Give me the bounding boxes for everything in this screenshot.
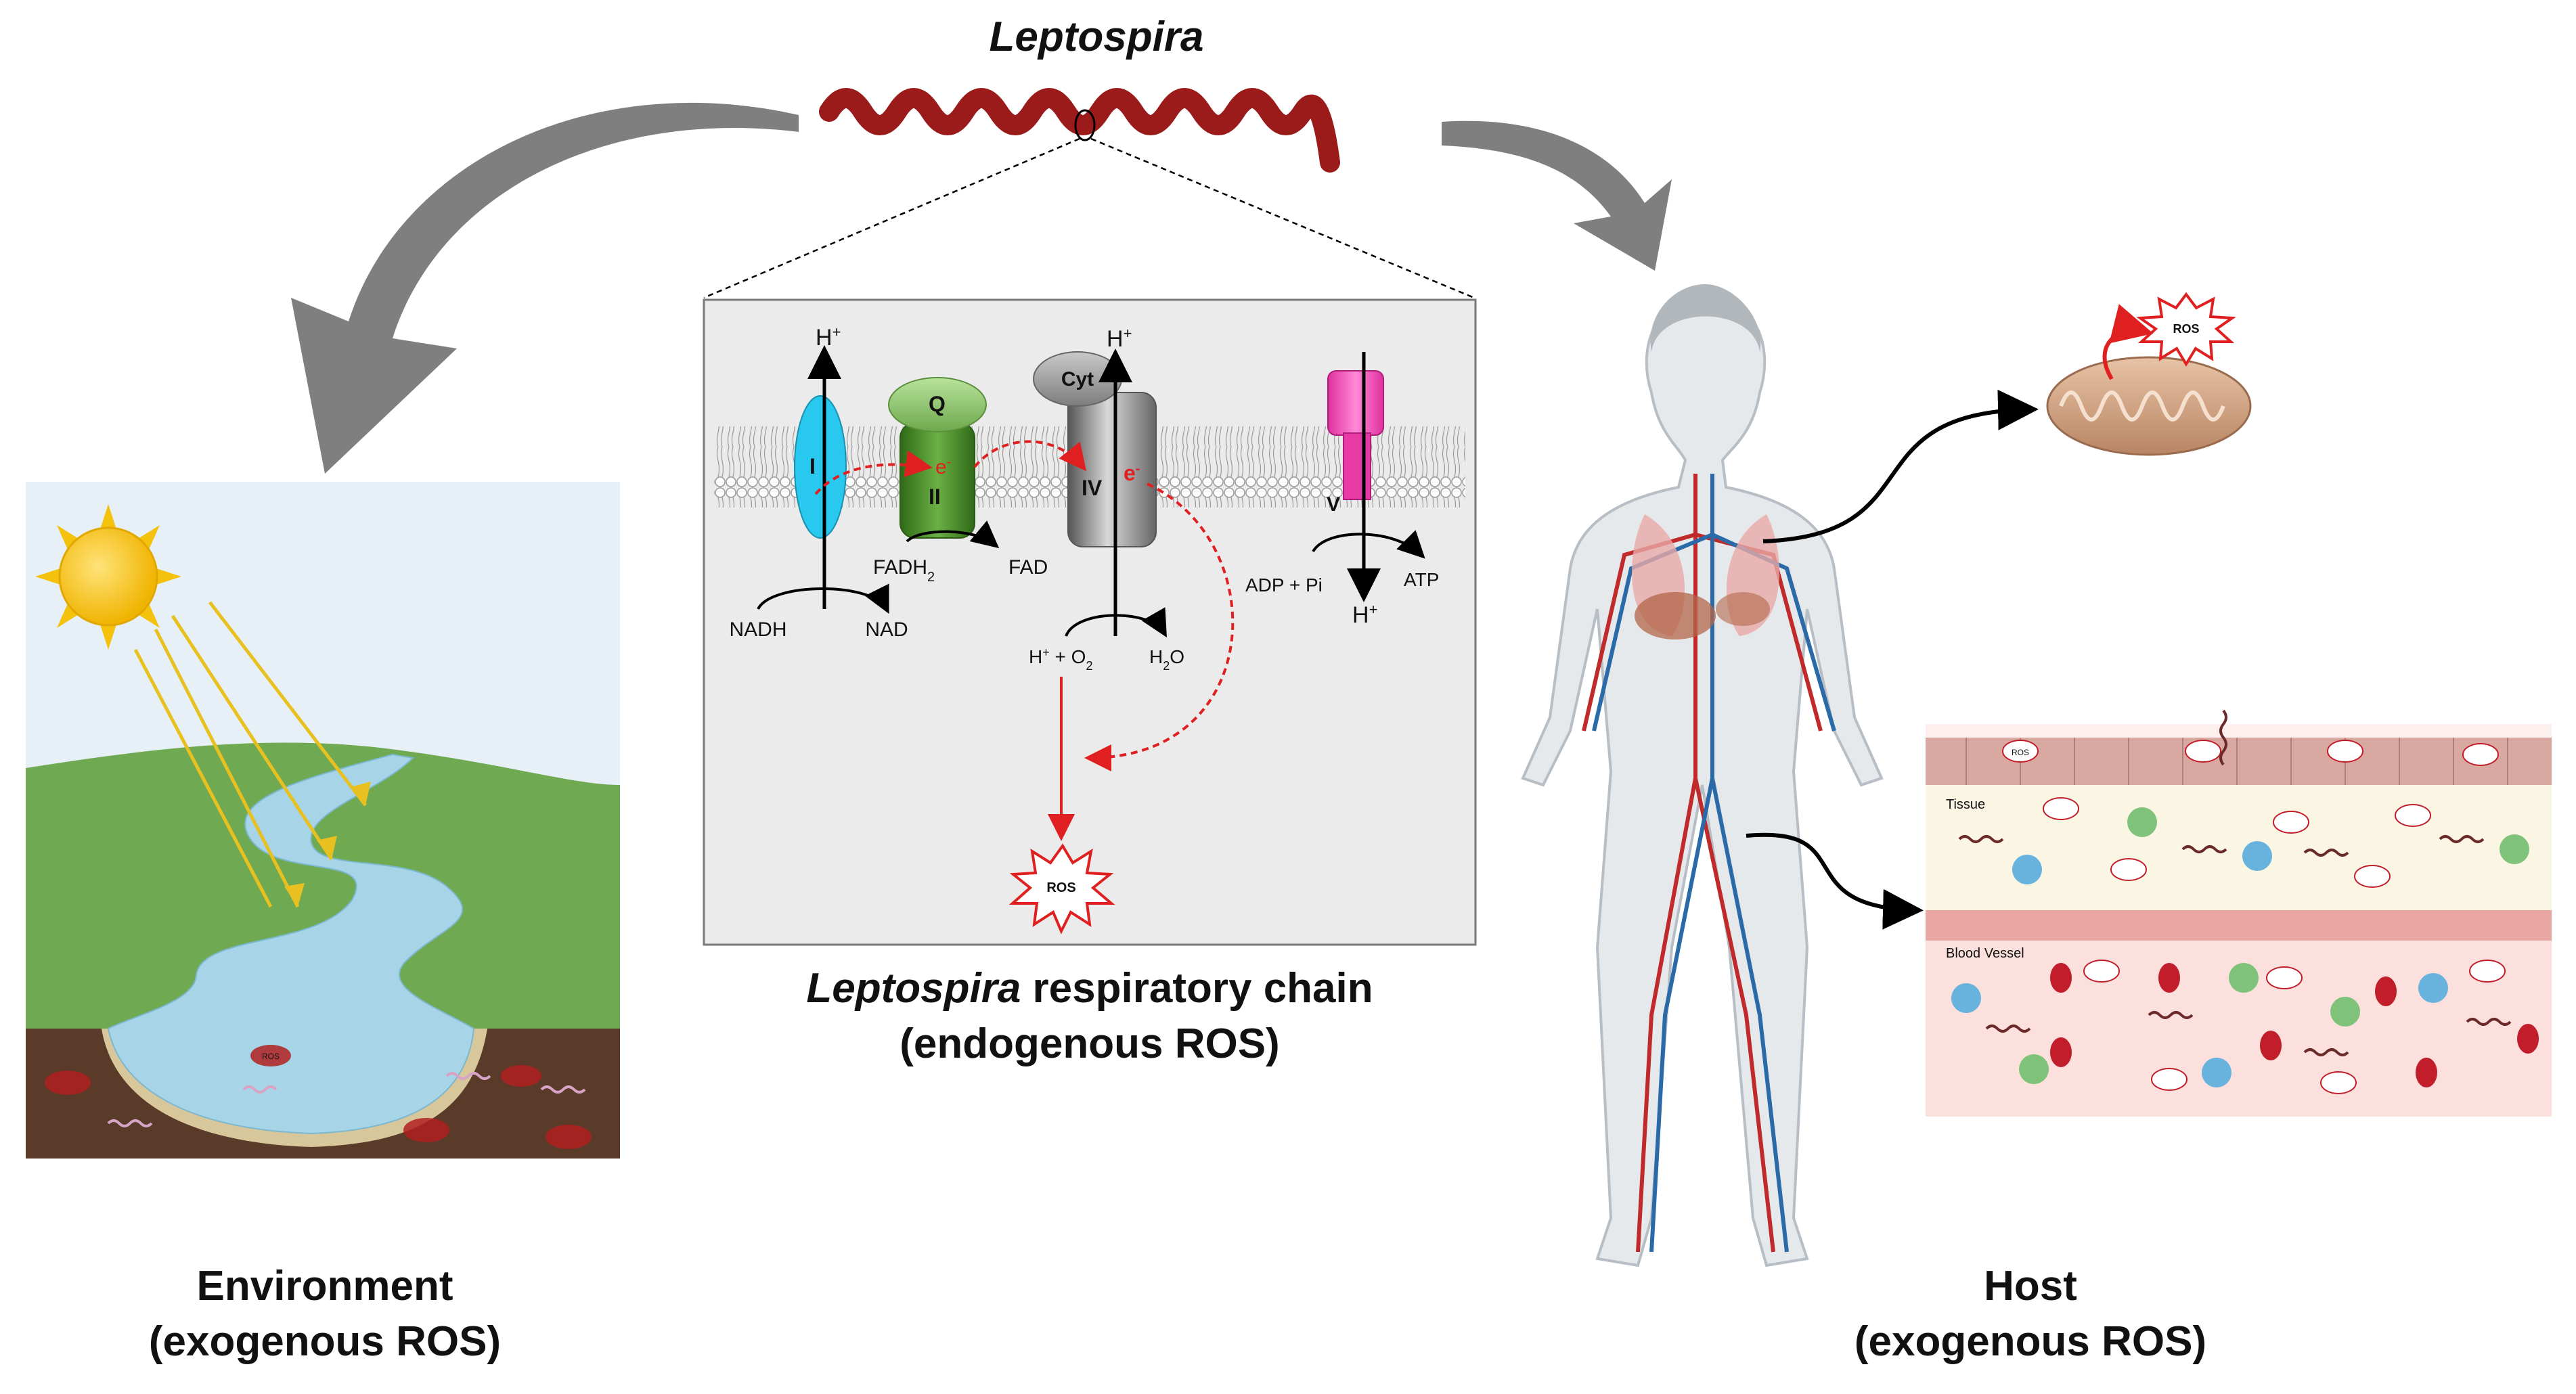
cytochrome-label: Cyt	[1061, 368, 1094, 390]
env-ros-label: ROS	[262, 1052, 280, 1061]
complex-I	[794, 395, 847, 539]
red-blood-cells	[2050, 963, 2539, 1087]
sun-ray-3	[171, 614, 334, 861]
river	[107, 753, 475, 1135]
leptospira-bacterium	[819, 88, 1340, 173]
fadh2-arrow	[906, 520, 1000, 549]
grass	[26, 742, 620, 1029]
center-caption-italic: Leptospira	[806, 965, 1021, 1012]
liver	[1635, 592, 1716, 639]
complex-V-stalk	[1343, 432, 1371, 500]
stomach	[1716, 592, 1770, 626]
environment-caption-line1: Environment	[196, 1263, 453, 1309]
mito-ros-label: ROS	[2173, 322, 2199, 336]
sun-ray-1	[154, 628, 300, 908]
ros-burst	[1008, 843, 1115, 935]
host-caption-line2: (exogenous ROS)	[1854, 1318, 2207, 1365]
nadh-label: NADH	[729, 619, 786, 641]
sun-ray-4	[208, 601, 367, 807]
tissue-label: Tissue	[1946, 797, 1985, 812]
complex-IV-label: IV	[1082, 476, 1103, 500]
ros-label: ROS	[1046, 880, 1075, 895]
proton-I: H+	[816, 323, 841, 351]
leptospira-title: Leptospira	[990, 14, 1204, 60]
sun-ray-2	[133, 648, 273, 908]
center-caption-rest: respiratory chain	[1021, 965, 1373, 1012]
electron-label-IV: e-	[1124, 461, 1140, 485]
environment-caption-line2: (exogenous ROS)	[148, 1318, 502, 1365]
zoom-line-left	[703, 137, 1080, 299]
electron-leak-path	[1084, 482, 1235, 771]
o2-arrow	[1065, 607, 1167, 637]
host-caption: Host (exogenous ROS)	[1787, 1259, 2274, 1370]
sun-icon	[35, 504, 181, 650]
quinone	[888, 377, 987, 432]
electron-path-II-IV	[973, 440, 1087, 472]
center-caption-line1: Leptospira respiratory chain	[731, 961, 1448, 1016]
complex-I-label: I	[809, 454, 816, 478]
h2o-label: H2O	[1149, 646, 1184, 673]
adp-pi-label: ADP + Pi	[1245, 575, 1323, 595]
center-caption-line2: (endogenous ROS)	[900, 1020, 1280, 1067]
complex-IV	[1067, 392, 1157, 547]
soil-leptospira	[107, 1072, 586, 1127]
environment-caption: Environment (exogenous ROS)	[81, 1259, 569, 1370]
host-caption-line1: Host	[1984, 1263, 2077, 1309]
vessel-label: Blood Vessel	[1946, 946, 2024, 961]
h-o2-label: H+ + O2	[1029, 646, 1092, 673]
soil-ros-spots	[45, 1045, 592, 1149]
environment-panel: ROS	[26, 482, 620, 1159]
tissue-leptospira	[1958, 709, 2512, 1056]
lung-to-mito-arrow	[1762, 389, 2039, 543]
electron-label-II: e-	[935, 455, 951, 478]
fad-label: FAD	[1008, 556, 1048, 579]
nadh-arrow	[757, 583, 889, 614]
human-body	[1521, 284, 1884, 1267]
immune-cells	[1951, 807, 2529, 1087]
electron-path-I-II	[814, 450, 933, 495]
atp-arrow	[1312, 530, 1425, 559]
atp-label: ATP	[1404, 569, 1439, 590]
complex-II-label: II	[929, 485, 941, 509]
center-caption: Leptospira respiratory chain (endogenous…	[731, 961, 1448, 1072]
tissue-ros-bursts	[2002, 740, 2506, 1094]
nad-label: NAD	[865, 619, 908, 641]
quinone-label: Q	[929, 392, 946, 416]
respiratory-chain-panel: I H+ NADH NAD II Q FADH2 FAD IV Cyt H+ H…	[703, 298, 1477, 946]
fadh2-label: FADH2	[873, 556, 935, 585]
leg-to-tissue-arrow	[1746, 832, 1924, 930]
proton-IV: H+	[1107, 325, 1132, 353]
complex-V-label: V	[1327, 493, 1340, 516]
mito-ros-arrow	[2102, 304, 2154, 380]
arrow-to-host	[1442, 120, 1672, 271]
tissue-panel: Tissue Blood Vessel ROS	[1926, 709, 2552, 1117]
complex-II	[900, 422, 975, 539]
tissue-layer	[1926, 785, 2552, 910]
zoom-region-marker	[1074, 109, 1096, 141]
arrow-to-environment	[291, 102, 799, 474]
tissue-ros-label: ROS	[2012, 748, 2029, 757]
zoom-line-right	[1090, 137, 1475, 299]
proton-V: H+	[1352, 601, 1377, 629]
mitochondrion: ROS	[2046, 292, 2252, 456]
complex-V-head	[1327, 370, 1384, 436]
mito-ros-burst	[2136, 292, 2236, 367]
vessel-wall	[1926, 910, 2552, 941]
